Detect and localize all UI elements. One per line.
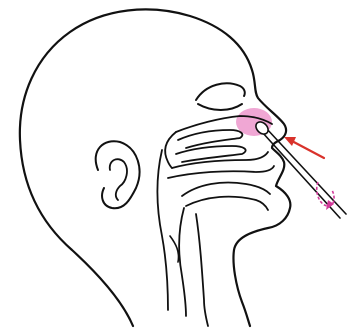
- ear-inner: [110, 159, 127, 200]
- eye-lower: [198, 104, 242, 110]
- pharynx-back: [158, 150, 169, 310]
- lower-mouth: [186, 197, 268, 210]
- tongue: [182, 183, 270, 197]
- eyelid: [196, 83, 245, 100]
- insertion-arrow-shaft: [290, 140, 324, 158]
- epiglottis: [170, 236, 179, 262]
- nasal-septum-back: [165, 132, 176, 168]
- trachea: [196, 214, 208, 326]
- head-outline: [20, 9, 291, 326]
- pharynx-front: [179, 208, 186, 316]
- palate: [168, 166, 274, 178]
- nasal-floor: [172, 152, 268, 168]
